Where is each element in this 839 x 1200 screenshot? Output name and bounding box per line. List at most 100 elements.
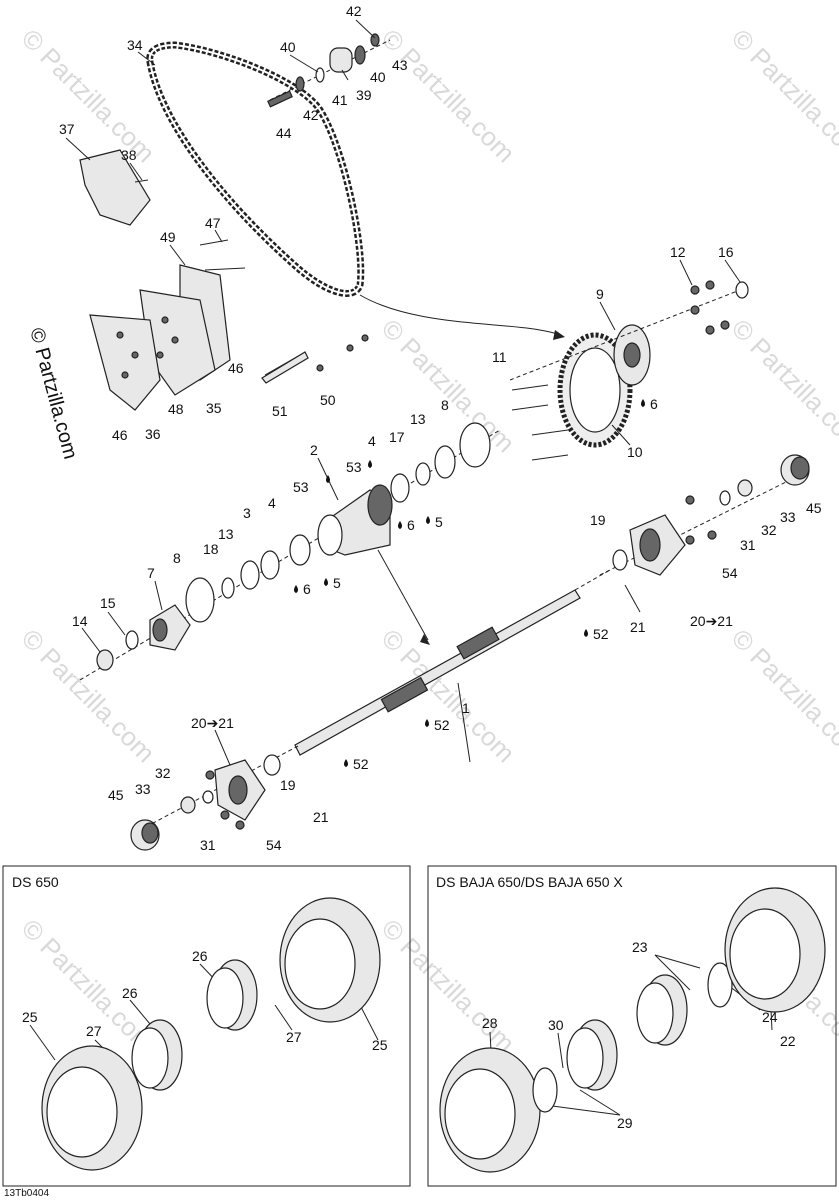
callout: 16 <box>718 244 734 260</box>
bearing-housing <box>79 422 501 681</box>
drop-icon <box>324 578 328 586</box>
callout: 27 <box>286 1029 302 1045</box>
callout: 19 <box>280 777 296 793</box>
callout: 52 <box>353 756 369 772</box>
drop-icon <box>344 759 348 767</box>
callout: 25 <box>22 1009 38 1025</box>
callout: 4 <box>268 495 276 511</box>
drive-chain <box>146 41 565 340</box>
drop-icon <box>426 516 430 524</box>
callout: 50 <box>320 392 336 408</box>
callout: 24 <box>762 1009 778 1025</box>
callout: 28 <box>482 1015 498 1031</box>
callout: 4 <box>368 433 376 449</box>
callout: 27 <box>86 1023 102 1039</box>
callout: 30 <box>548 1017 564 1033</box>
watermark-layer: © Partzilla.com © Partzilla.com © Partzi… <box>16 23 839 1058</box>
watermark: © Partzilla.com <box>726 313 839 458</box>
callout: 38 <box>121 147 137 163</box>
callout: 33 <box>135 781 151 797</box>
callout: 9 <box>596 286 604 302</box>
callout: 8 <box>441 397 449 413</box>
callout-labels: 1 2 3 4 4 5 5 6 6 6 7 8 8 9 10 11 12 13 … <box>22 3 822 1131</box>
watermark: © Partzilla.com <box>726 623 839 768</box>
leader-lines <box>29 19 773 1116</box>
callout: 47 <box>205 215 221 231</box>
watermark: © Partzilla.com <box>16 623 161 768</box>
callout: 13 <box>218 526 234 542</box>
drop-icon <box>368 460 372 468</box>
callout: 1 <box>462 700 470 716</box>
chain-guide <box>79 149 151 226</box>
callout: 14 <box>72 613 88 629</box>
lubricant-symbols <box>294 399 645 767</box>
callout: 33 <box>780 509 796 525</box>
callout: 52 <box>434 717 450 733</box>
callout: 41 <box>332 92 348 108</box>
callout: 35 <box>206 400 222 416</box>
callout: 6 <box>407 517 415 533</box>
callout: 31 <box>740 537 756 553</box>
figure-code: 13Tb0404 <box>4 1188 49 1199</box>
callout: 40 <box>280 39 296 55</box>
callout: 49 <box>160 229 176 245</box>
callout: 26 <box>192 948 208 964</box>
drop-icon <box>641 399 645 407</box>
callout: 20➔21 <box>690 613 733 629</box>
panel-ds-650: DS 650 <box>2 865 411 1187</box>
callout: 46 <box>112 427 128 443</box>
watermark: © Partzilla.com <box>726 23 839 168</box>
callout: 40 <box>370 69 386 85</box>
callout: 45 <box>806 500 822 516</box>
left-wheel-hub <box>130 744 301 851</box>
callout: 36 <box>145 426 161 442</box>
callout: 37 <box>59 121 75 137</box>
callout: 26 <box>122 985 138 1001</box>
callout: 53 <box>293 479 309 495</box>
sprocket-assembly <box>509 280 749 461</box>
callout: 21 <box>630 619 646 635</box>
callout: 46 <box>228 360 244 376</box>
callout: 34 <box>127 37 143 53</box>
callout: 6 <box>650 396 658 412</box>
right-wheel-hub <box>599 454 810 576</box>
callout: 23 <box>632 939 648 955</box>
callout: 32 <box>155 765 171 781</box>
callout: 52 <box>593 626 609 642</box>
callout: 20➔21 <box>191 715 234 731</box>
watermark: © Partzilla.com <box>376 913 521 1058</box>
callout: 7 <box>147 565 155 581</box>
callout: 15 <box>100 595 116 611</box>
callout: 11 <box>492 349 507 365</box>
callout: 53 <box>346 459 362 475</box>
callout: 32 <box>761 522 777 538</box>
eccentric-brackets <box>89 239 369 411</box>
drop-icon <box>294 585 298 593</box>
callout: 25 <box>372 1037 388 1053</box>
callout: 43 <box>392 57 408 73</box>
watermark: © Partzilla.com <box>376 23 521 168</box>
callout: 39 <box>356 87 372 103</box>
callout: 2 <box>310 442 318 458</box>
callout: 29 <box>617 1115 633 1131</box>
callout: 12 <box>670 244 686 260</box>
callout: 5 <box>333 575 341 591</box>
callout: 42 <box>346 3 362 19</box>
drop-icon <box>326 475 330 483</box>
callout: 22 <box>780 1033 796 1049</box>
callout: 3 <box>243 505 251 521</box>
idler-assembly <box>267 33 391 108</box>
panel-title: DS BAJA 650/DS BAJA 650 X <box>436 874 623 890</box>
callout: 54 <box>722 565 738 581</box>
rear-axle <box>294 569 611 756</box>
callout: 31 <box>200 837 216 853</box>
drop-icon <box>584 629 588 637</box>
callout: 45 <box>108 787 124 803</box>
panel-ds-baja-650: DS BAJA 650/DS BAJA 650 X <box>427 865 837 1187</box>
callout: 21 <box>313 809 329 825</box>
callout: 48 <box>168 401 184 417</box>
callout: 6 <box>303 581 311 597</box>
drop-icon <box>425 719 429 727</box>
callout: 51 <box>272 403 288 419</box>
